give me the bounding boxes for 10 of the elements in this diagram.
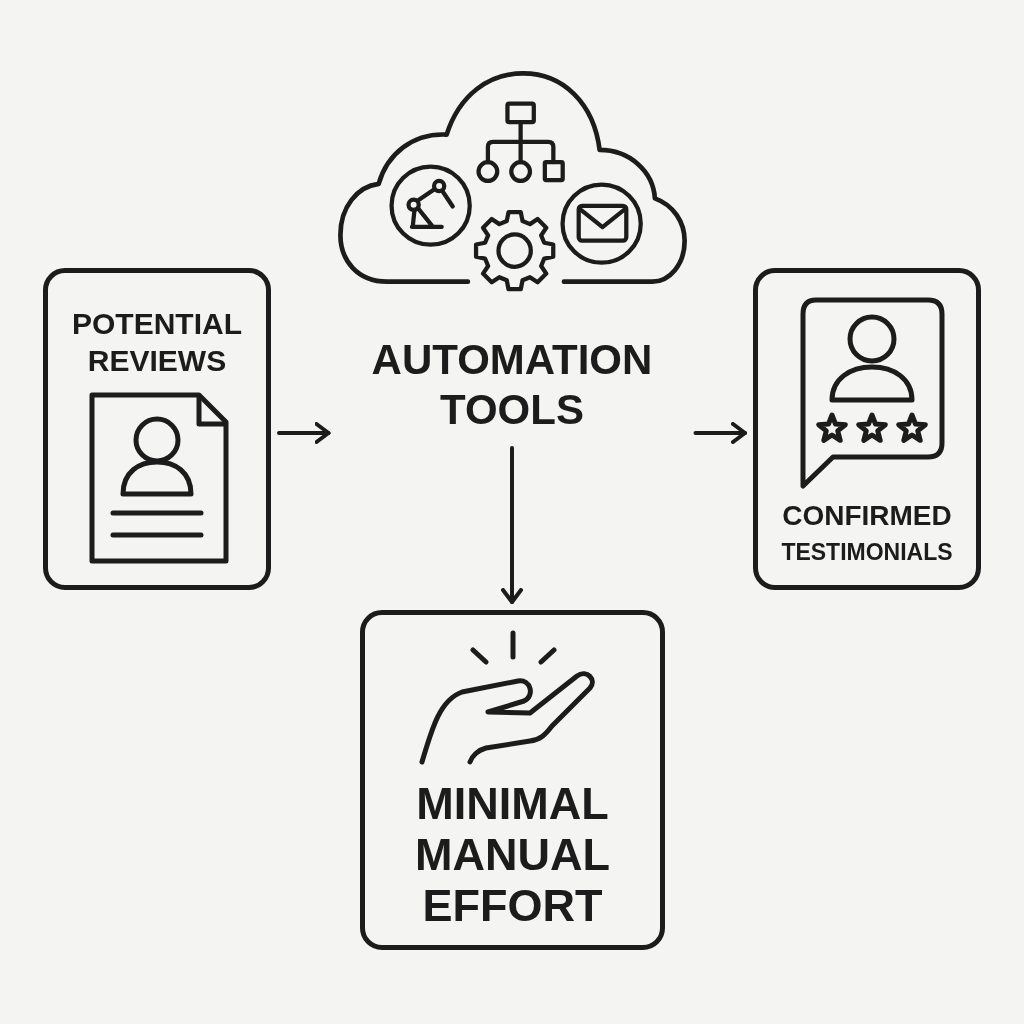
step-label: AUTOMATION TOOLS: [370, 335, 654, 435]
step-label: POTENTIAL REVIEWS: [71, 305, 243, 379]
step-card: [43, 268, 271, 590]
step-card: [753, 268, 981, 590]
step-label: MINIMAL MANUAL EFFORT: [414, 777, 611, 931]
arrow: [693, 422, 747, 444]
arrow: [501, 446, 523, 604]
step-card: [360, 610, 665, 950]
step-label: CONFIRMED TESTIMONIALS: [780, 499, 954, 567]
arrow: [277, 422, 331, 444]
